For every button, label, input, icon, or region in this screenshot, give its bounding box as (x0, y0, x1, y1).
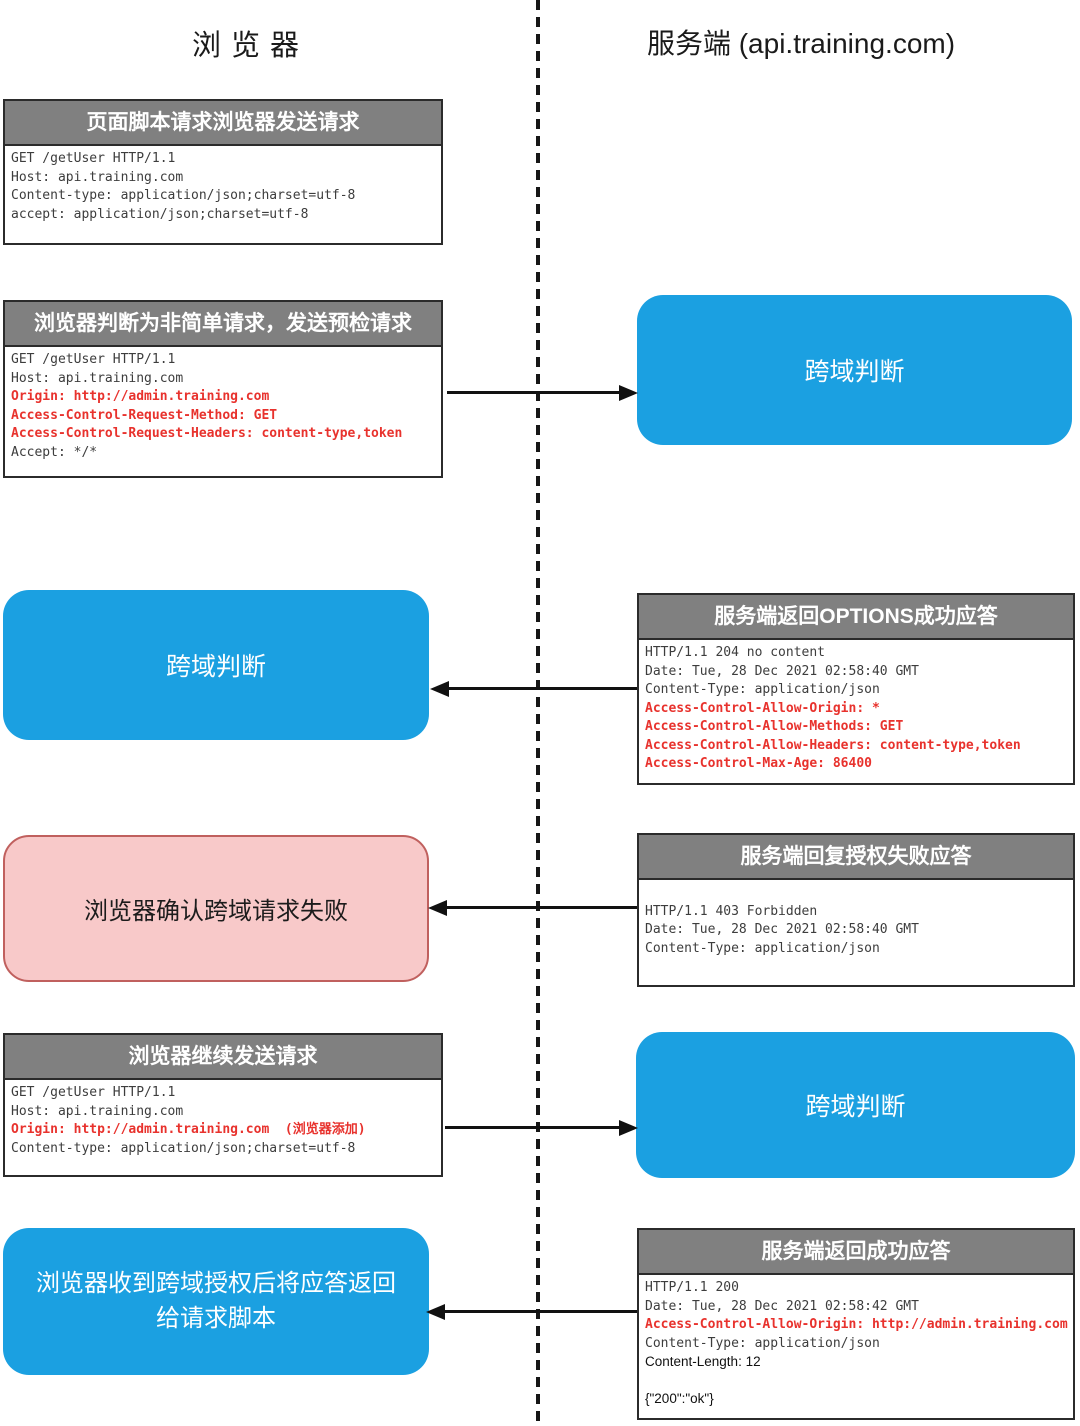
http-line-cors: Origin: http://admin.training.com (浏览器添加… (11, 1122, 366, 1137)
http-line-blank (645, 1372, 1071, 1391)
arrowhead-left-icon (426, 1303, 445, 1320)
http-response-text: HTTP/1.1 200 Date: Tue, 28 Dec 2021 02:5… (639, 1275, 1073, 1413)
http-response-text: HTTP/1.1 403 Forbidden Date: Tue, 28 Dec… (639, 880, 1073, 962)
http-line: GET /getUser HTTP/1.1 (11, 1085, 176, 1100)
http-line: Content-Type: application/json (645, 940, 880, 956)
http-line: accept: application/json;charset=utf-8 (11, 206, 309, 222)
step-box-actual-request: 浏览器继续发送请求 GET /getUser HTTP/1.1 Host: ap… (3, 1033, 443, 1177)
http-line: Content-Length: 12 (645, 1354, 761, 1369)
node-server-cross-check-2: 跨域判断 (636, 1032, 1075, 1178)
http-line-cors: Origin: http://admin.training.com (11, 389, 270, 404)
http-line: GET /getUser HTTP/1.1 (11, 151, 176, 166)
http-request-text: GET /getUser HTTP/1.1 Host: api.training… (5, 146, 441, 228)
http-body-json: {"200":"ok"} (645, 1391, 714, 1406)
server-lane-title: 服务端 (api.training.com) (646, 28, 956, 59)
arrow-preflight-request (447, 384, 638, 401)
step-box-header: 服务端返回OPTIONS成功应答 (639, 595, 1073, 640)
step-box-success-response: 服务端返回成功应答 HTTP/1.1 200 Date: Tue, 28 Dec… (637, 1228, 1075, 1420)
http-line: Host: api.training.com (11, 370, 184, 386)
arrowhead-right-icon (619, 1119, 638, 1136)
step-box-header: 服务端回复授权失败应答 (639, 835, 1073, 880)
step-box-header: 浏览器继续发送请求 (5, 1035, 441, 1080)
http-line: HTTP/1.1 200 (645, 1280, 739, 1295)
step-box-page-request: 页面脚本请求浏览器发送请求 GET /getUser HTTP/1.1 Host… (3, 99, 443, 245)
http-line-cors: Access-Control-Allow-Methods: GET (645, 719, 904, 734)
http-line-cors: Access-Control-Allow-Origin: * (645, 700, 880, 716)
http-line: HTTP/1.1 403 Forbidden (645, 903, 818, 919)
step-box-header: 浏览器判断为非简单请求，发送预检请求 (5, 302, 441, 347)
http-line: Date: Tue, 28 Dec 2021 02:58:40 GMT (645, 663, 919, 679)
http-line: Content-Type: application/json (645, 1335, 880, 1351)
node-browser-receive: 浏览器收到跨域授权后将应答返回给请求脚本 (3, 1228, 429, 1375)
arrow-options-response (430, 680, 637, 697)
node-server-cross-check-1: 跨域判断 (637, 295, 1072, 445)
http-request-text: GET /getUser HTTP/1.1 Host: api.training… (5, 1080, 441, 1162)
http-line-cors: Access-Control-Allow-Headers: content-ty… (645, 737, 1021, 753)
arrow-actual-request (445, 1119, 638, 1136)
http-line: Content-type: application/json;charset=u… (11, 1140, 356, 1156)
http-line: Date: Tue, 28 Dec 2021 02:58:42 GMT (645, 1298, 919, 1314)
http-line: Accept: */* (11, 444, 98, 460)
step-box-forbidden-response: 服务端回复授权失败应答 HTTP/1.1 403 Forbidden Date:… (637, 833, 1075, 987)
http-line: Host: api.training.com (11, 169, 184, 185)
http-line-blank (645, 884, 1071, 903)
browser-lane-title: 浏 览 器 (191, 30, 301, 62)
http-request-text: GET /getUser HTTP/1.1 Host: api.training… (5, 347, 441, 466)
node-browser-fail: 浏览器确认跨域请求失败 (3, 835, 429, 982)
step-box-options-response: 服务端返回OPTIONS成功应答 HTTP/1.1 204 no content… (637, 593, 1075, 785)
step-box-header: 服务端返回成功应答 (639, 1230, 1073, 1275)
step-box-header: 页面脚本请求浏览器发送请求 (5, 101, 441, 146)
http-response-text: HTTP/1.1 204 no content Date: Tue, 28 De… (639, 640, 1073, 778)
http-line-cors: Access-Control-Request-Method: GET (11, 407, 278, 423)
http-line-cors: Access-Control-Max-Age: 86400 (645, 756, 872, 771)
http-line: Date: Tue, 28 Dec 2021 02:58:40 GMT (645, 922, 919, 937)
node-browser-cross-check: 跨域判断 (3, 590, 429, 740)
arrowhead-left-icon (430, 680, 449, 697)
http-line: Content-type: application/json;charset=u… (11, 188, 356, 203)
http-line: Host: api.training.com (11, 1103, 184, 1119)
arrow-success-response (426, 1303, 637, 1320)
step-box-preflight-request: 浏览器判断为非简单请求，发送预检请求 GET /getUser HTTP/1.1… (3, 300, 443, 478)
arrowhead-right-icon (619, 384, 638, 401)
http-line-cors: Access-Control-Allow-Origin: http://admi… (645, 1317, 1068, 1332)
http-line: GET /getUser HTTP/1.1 (11, 352, 176, 367)
arrow-forbidden-response (428, 899, 637, 916)
lifeline-divider (536, 0, 540, 1426)
http-line: Content-Type: application/json (645, 682, 880, 697)
http-line: HTTP/1.1 204 no content (645, 645, 826, 660)
http-line-cors: Access-Control-Request-Headers: content-… (11, 426, 403, 441)
arrowhead-left-icon (428, 899, 447, 916)
